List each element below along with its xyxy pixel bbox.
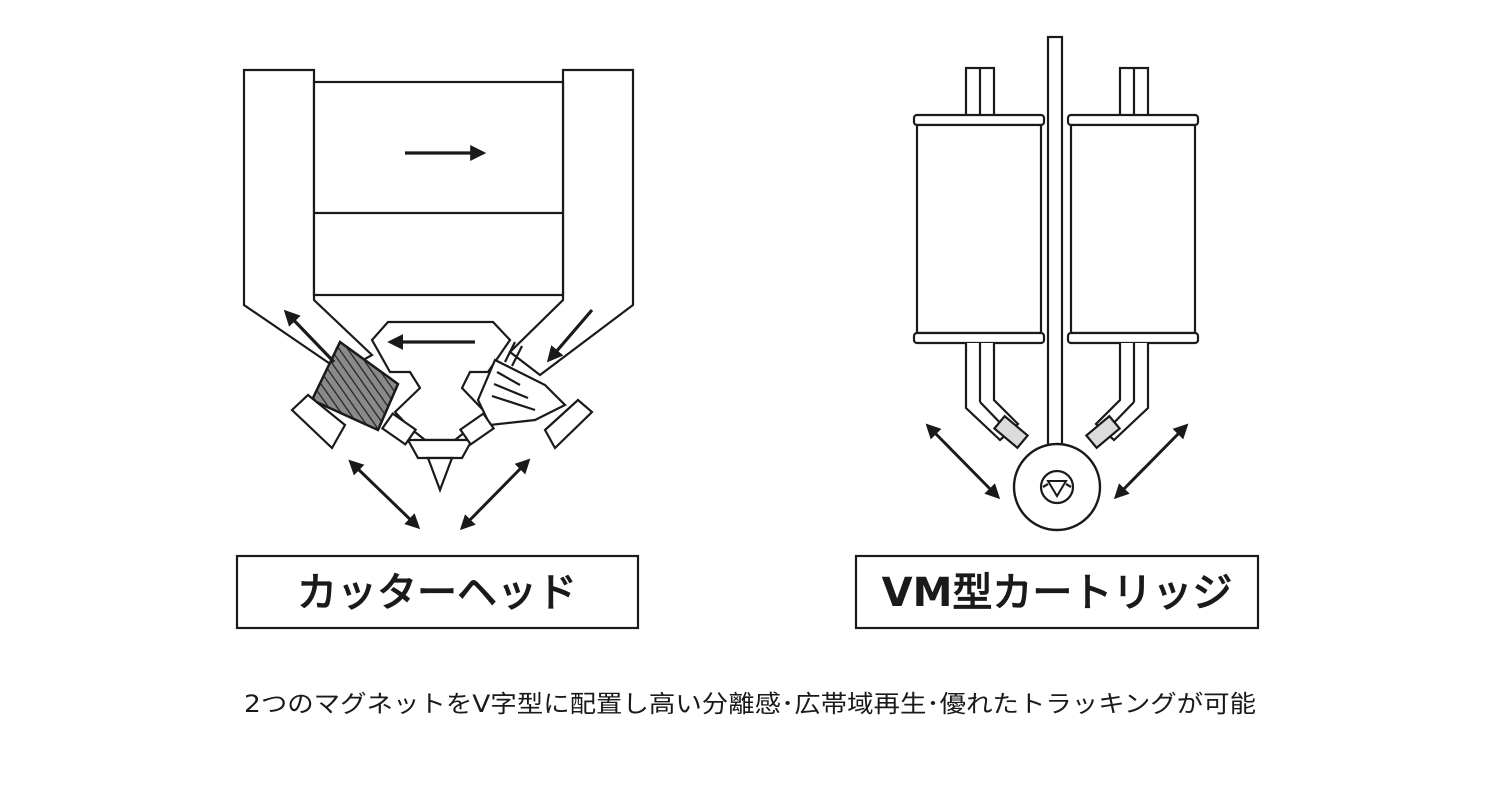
left-magnet xyxy=(912,113,1046,345)
cutter-left-coil xyxy=(310,340,400,432)
right-magnet xyxy=(1066,113,1200,345)
cutter-head-diagram xyxy=(242,68,635,531)
cutter-yoke-right xyxy=(508,68,635,377)
vm-cartridge-label: VM型カートリッジ xyxy=(882,570,1233,616)
vm-cartridge-label-box: VM型カートリッジ xyxy=(854,554,1260,630)
cutter-right-coil xyxy=(476,358,567,427)
vm-cartridge-diagram xyxy=(912,35,1200,532)
caption: 2つのマグネットをV字型に配置し高い分離感･広帯域再生･優れたトラッキングが可能 xyxy=(244,690,1256,718)
cutter-head-label: カッターヘッド xyxy=(297,570,577,616)
cutter-magnet xyxy=(312,80,565,297)
center-shield-plate xyxy=(1046,35,1064,459)
cutter-head-label-box: カッターヘッド xyxy=(235,554,640,630)
cutter-stylus xyxy=(406,438,474,460)
cutter-yoke xyxy=(242,68,374,374)
